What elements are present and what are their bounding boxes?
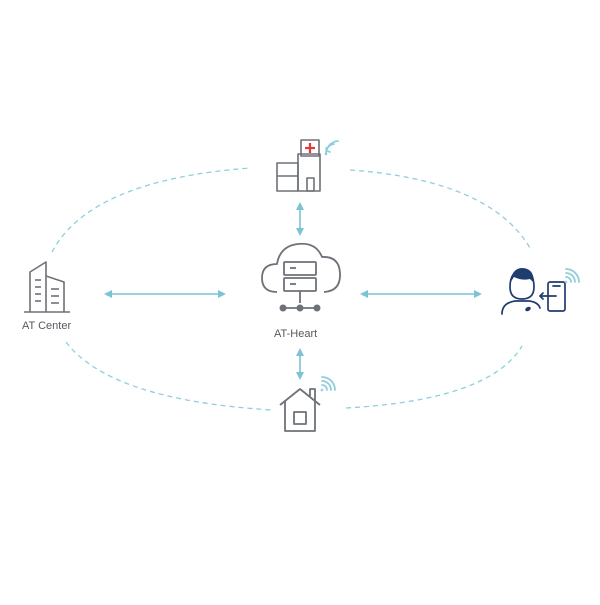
wifi-icon	[320, 376, 336, 392]
wifi-icon	[324, 140, 339, 156]
cloud-server-icon	[261, 242, 341, 312]
hospital-cross-icon	[305, 143, 315, 153]
ring-segment-bottom-left	[65, 341, 273, 411]
dashed-ring	[51, 167, 531, 411]
hospital-icon	[276, 139, 321, 192]
building-icon	[24, 261, 70, 313]
ring-segment-bottom-right	[345, 345, 523, 409]
patient-phone-icon	[501, 268, 566, 315]
ring-segment-top-left	[51, 167, 251, 253]
house-icon	[279, 388, 321, 432]
at-center-label: AT Center	[22, 320, 72, 332]
wifi-icon	[564, 268, 580, 284]
ring-segment-top-right	[349, 169, 531, 249]
connection-arrows	[104, 202, 482, 380]
at-heart-label: AT-Heart	[274, 328, 318, 340]
